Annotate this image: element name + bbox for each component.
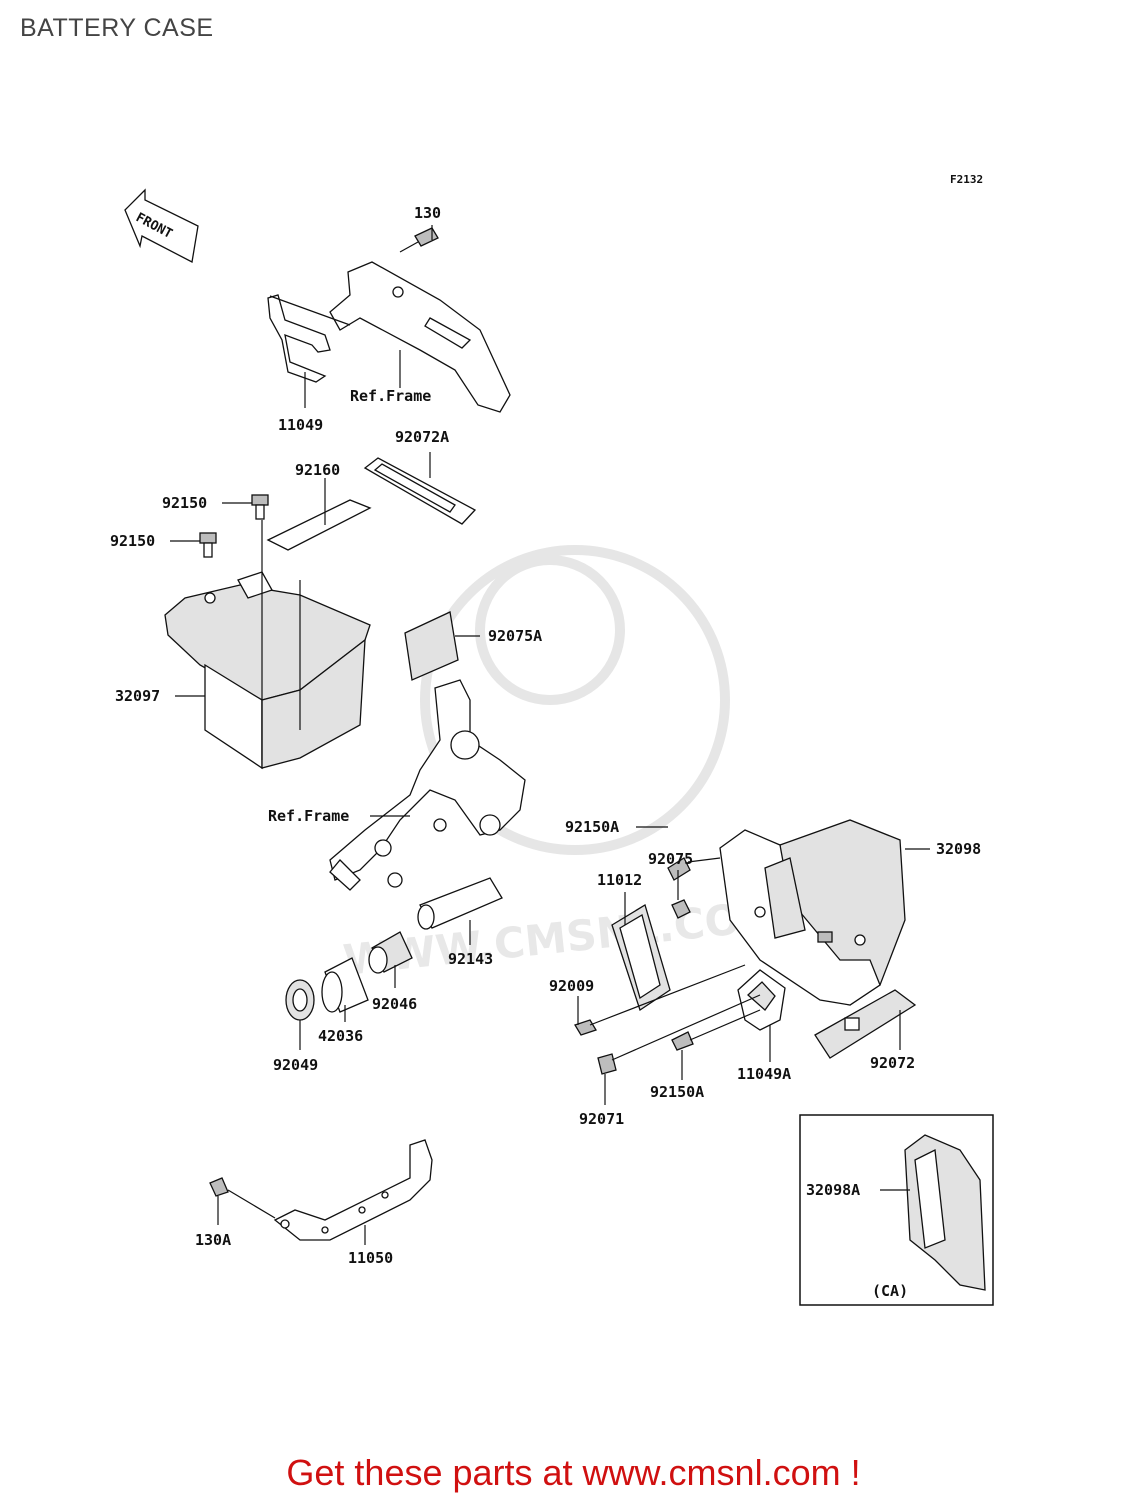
- footer-promo-link[interactable]: Get these parts at www.cmsnl.com !: [286, 1452, 861, 1493]
- label-92075: 92075: [648, 850, 693, 868]
- label-ref-frame-top: Ref.Frame: [350, 387, 431, 405]
- label-92046: 92046: [372, 995, 417, 1013]
- label-11012: 11012: [597, 871, 642, 889]
- frame-top-part: [329, 261, 511, 413]
- label-92049: 92049: [273, 1056, 318, 1074]
- bolt-92009: [574, 1019, 597, 1036]
- label-92072a: 92072A: [395, 428, 449, 446]
- strap-92072: [814, 989, 917, 1059]
- label-92150-upper: 92150: [162, 494, 207, 512]
- label-11050: 11050: [348, 1249, 393, 1267]
- leader-lines: [170, 225, 930, 1245]
- pad-92160: [266, 499, 372, 551]
- label-11049: 11049: [278, 416, 323, 434]
- nut-92071: [597, 1053, 617, 1075]
- front-arrow-icon: FRONT: [124, 188, 199, 263]
- label-130: 130: [414, 204, 441, 222]
- frame-mid-part: [329, 679, 526, 891]
- inset-label: (CA): [872, 1282, 908, 1300]
- label-92150a-bottom: 92150A: [650, 1083, 704, 1101]
- bracket-11049: [267, 294, 331, 383]
- cover-32098: [719, 819, 906, 1006]
- bolt-92150a-bottom: [671, 1031, 694, 1051]
- bolt-92150-upper: [251, 494, 269, 520]
- pipe-92143: [417, 877, 503, 930]
- label-92075a: 92075A: [488, 627, 542, 645]
- label-92009: 92009: [549, 977, 594, 995]
- clamp-11049a: [737, 969, 786, 1031]
- bearing-92046: [368, 931, 413, 974]
- watermark: WWW.CMSNL.COM: [341, 545, 784, 985]
- inset-box: (CA): [799, 1114, 994, 1306]
- seal-92049: [285, 979, 315, 1021]
- label-92150-lower: 92150: [110, 532, 155, 550]
- label-42036: 42036: [318, 1027, 363, 1045]
- label-32098: 32098: [936, 840, 981, 858]
- part-labels: 130 11049 Ref.Frame 92072A 92160 92150 9…: [110, 204, 981, 1267]
- watermark-text: WWW.CMSNL.COM: [341, 890, 784, 985]
- label-92072: 92072: [870, 1054, 915, 1072]
- bolt-92150a-top: [667, 857, 691, 881]
- lid-11012: [611, 904, 671, 1012]
- bracket-11050: [273, 1139, 433, 1241]
- label-92071: 92071: [579, 1110, 624, 1128]
- strap-92072a: [363, 457, 477, 525]
- parts-diagram: WWW.CMSNL.COM F2132 FRONT: [110, 173, 994, 1306]
- figure-code: F2132: [950, 173, 983, 186]
- battery-case-32097: [164, 571, 371, 770]
- label-32098a: 32098A: [806, 1181, 860, 1199]
- label-92150a-top: 92150A: [565, 818, 619, 836]
- sleeve-42036: [321, 957, 369, 1013]
- nut-92075: [671, 899, 691, 919]
- label-11049a: 11049A: [737, 1065, 791, 1083]
- page-title: BATTERY CASE: [20, 14, 214, 42]
- label-92160: 92160: [295, 461, 340, 479]
- bolt-130a: [209, 1177, 229, 1197]
- bolt-92150-lower: [199, 532, 217, 558]
- label-32097: 32097: [115, 687, 160, 705]
- sheet-92075a: [404, 611, 459, 681]
- label-130a: 130A: [195, 1231, 231, 1249]
- label-ref-frame-mid: Ref.Frame: [268, 807, 349, 825]
- label-92143: 92143: [448, 950, 493, 968]
